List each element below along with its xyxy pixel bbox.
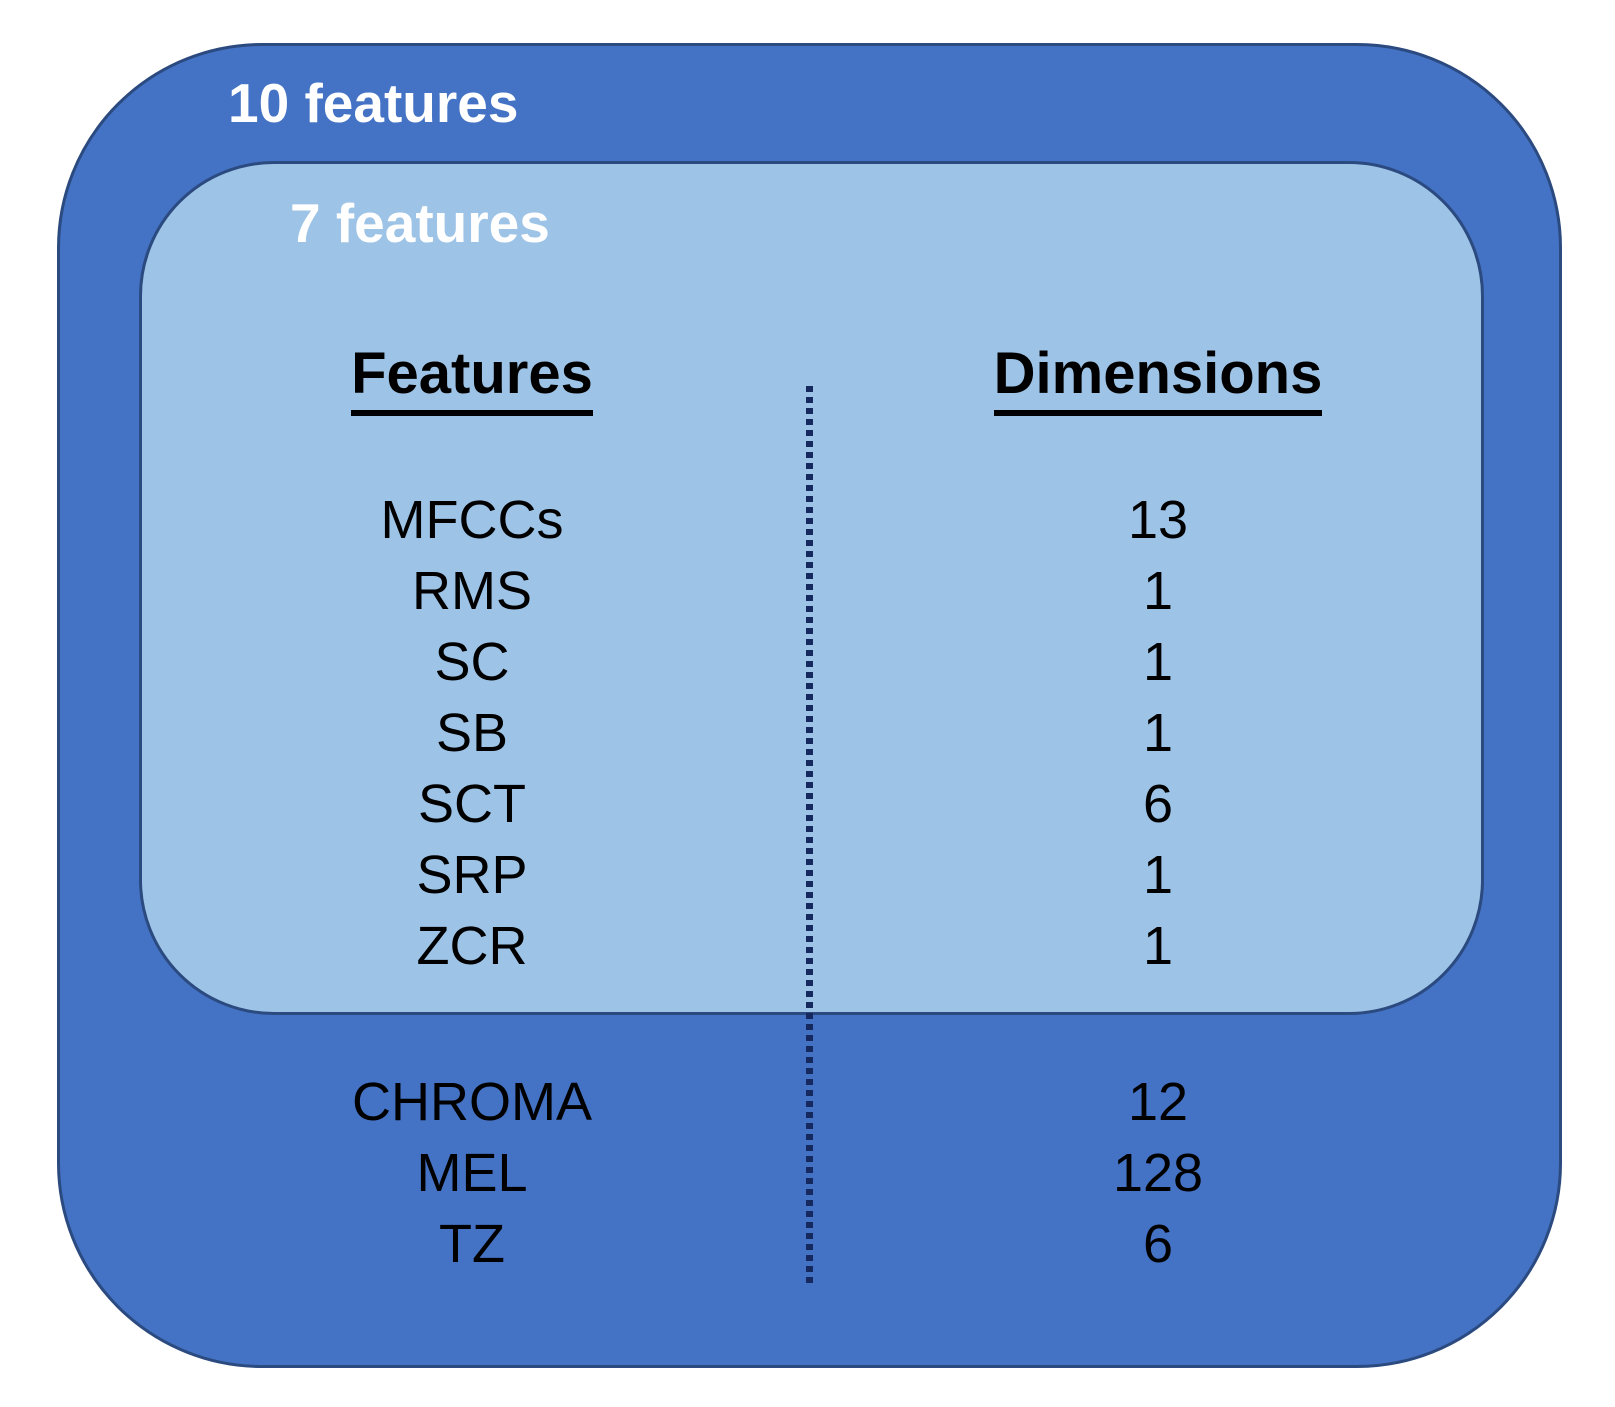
- feature-dimension: 1: [1142, 845, 1174, 905]
- feature-dimension: 1: [1142, 703, 1174, 763]
- features-header-text: Features: [351, 342, 593, 416]
- feature-dimension: 6: [1142, 774, 1174, 834]
- outer-set-label: 10 features: [228, 72, 519, 134]
- table-row: MEL 128: [0, 1138, 1615, 1208]
- feature-dimension: 13: [1127, 490, 1189, 550]
- feature-name: MFCCs: [380, 490, 564, 550]
- table-row: TZ 6: [0, 1209, 1615, 1279]
- dimensions-column-header: Dimensions: [830, 342, 1486, 432]
- feature-name: ZCR: [416, 916, 528, 976]
- feature-name: SCT: [418, 774, 526, 834]
- feature-dimension: 1: [1142, 632, 1174, 692]
- feature-dimension: 1: [1142, 561, 1174, 621]
- dimensions-header-text: Dimensions: [993, 342, 1323, 416]
- table-row: SRP 1: [0, 840, 1615, 910]
- table-row: ZCR 1: [0, 911, 1615, 981]
- table-row: SB 1: [0, 698, 1615, 768]
- feature-name: RMS: [412, 561, 532, 621]
- feature-name: SC: [434, 632, 510, 692]
- table-row: SCT 6: [0, 769, 1615, 839]
- feature-dimension: 128: [1112, 1143, 1204, 1203]
- table-row: CHROMA 12: [0, 1067, 1615, 1137]
- feature-name: SB: [435, 703, 509, 763]
- table-row: RMS 1: [0, 556, 1615, 626]
- feature-dimension: 12: [1127, 1072, 1189, 1132]
- feature-dimension: 1: [1142, 916, 1174, 976]
- feature-name: SRP: [416, 845, 528, 905]
- feature-dimension: 6: [1142, 1214, 1174, 1274]
- inner-set-label: 7 features: [290, 192, 550, 254]
- dotted-column-divider: [806, 386, 813, 1285]
- table-row: SC 1: [0, 627, 1615, 697]
- feature-name: MEL: [416, 1143, 528, 1203]
- feature-name: TZ: [439, 1214, 505, 1274]
- feature-name: CHROMA: [352, 1072, 592, 1132]
- features-column-header: Features: [140, 342, 804, 432]
- table-row: MFCCs 13: [0, 485, 1615, 555]
